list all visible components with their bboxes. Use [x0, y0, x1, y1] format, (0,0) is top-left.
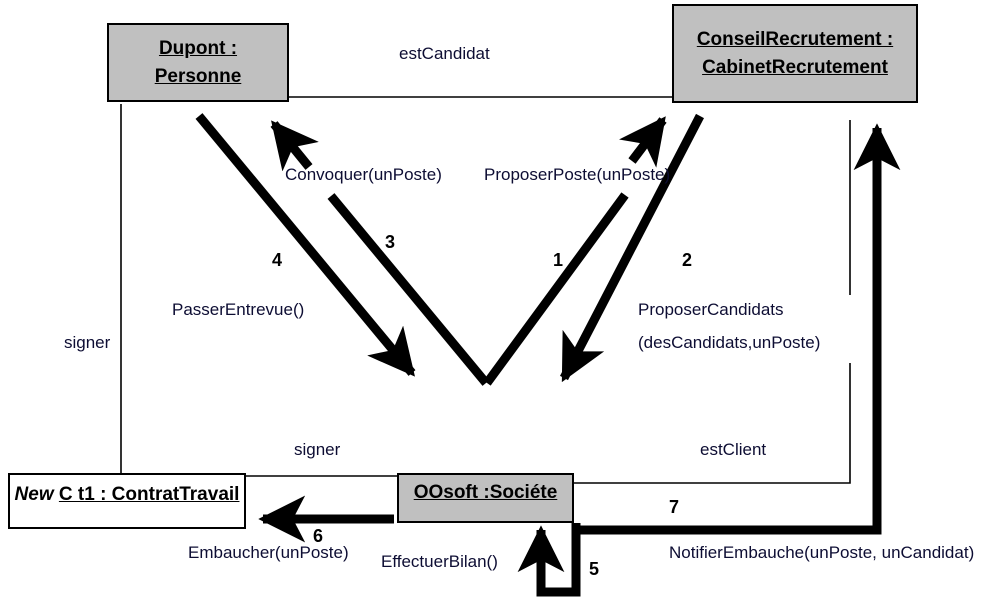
message-label-5-effectuerbilan: EffectuerBilan() — [381, 552, 498, 571]
association-label-estcandidat: estCandidat — [399, 44, 490, 63]
line-estclient-lower — [574, 363, 851, 484]
association-label-estclient: estClient — [700, 440, 767, 459]
new-keyword: New — [14, 484, 54, 505]
message-label-6-embaucher: Embaucher(unPoste) — [188, 543, 349, 562]
message-sequence-number-5: 5 — [589, 559, 600, 579]
association-label-signer-left: signer — [64, 333, 111, 352]
message-label-4-passerentrevue: PasserEntrevue() — [172, 300, 305, 319]
message-sequence-number-6: 6 — [313, 526, 324, 546]
arrow-message-3-head — [270, 120, 319, 172]
object-name-line-1: C t1 : ContratTravail — [58, 484, 240, 505]
message-sequence-number-1: 1 — [553, 250, 564, 270]
arrow-message-5-selfloop — [517, 523, 581, 597]
message-label-7-notifierembauche: NotifierEmbauche(unPoste, unCandidat) — [669, 543, 975, 562]
oosoft-societe-object[interactable]: OOsoft :Sociéte — [397, 473, 574, 523]
object-stereotype-new: New C t1 : ContratTravail — [15, 481, 240, 509]
dupont-personne-object[interactable]: Dupont : Personne — [107, 23, 289, 102]
object-name-line-1: ConseilRecrutement : — [696, 28, 894, 50]
arrow-message-1-shaft — [483, 192, 629, 386]
arrow-message-7 — [574, 123, 901, 535]
association-label-signer-bottom: signer — [294, 440, 341, 459]
object-name-line-2: CabinetRecrutement — [702, 56, 888, 78]
conseilrecrutement-cabinetrecrutement-object[interactable]: ConseilRecrutement : CabinetRecrutement — [672, 4, 918, 103]
arrow-message-4 — [195, 113, 416, 377]
message-sequence-number-3: 3 — [385, 232, 396, 252]
object-name-line-1: Dupont : — [158, 37, 238, 59]
message-label-2-proposercandidats-args: (desCandidats,unPoste) — [638, 333, 821, 352]
message-sequence-number-2: 2 — [682, 250, 693, 270]
message-label-2-proposercandidats: ProposerCandidats — [638, 300, 784, 319]
arrow-message-1-head — [618, 116, 667, 168]
message-label-1-proposerposte: ProposerPoste(unPoste) — [484, 165, 671, 184]
message-label-3-convoquer: Convoquer(unPoste) — [285, 165, 442, 184]
arrow-message-3-shaft — [327, 193, 490, 386]
object-name-line-2: Personne — [154, 65, 242, 87]
object-name-line-1: OOsoft :Sociéte — [413, 482, 558, 503]
contrattravail-object[interactable]: New C t1 : ContratTravail — [8, 473, 246, 529]
message-sequence-number-4: 4 — [272, 250, 283, 270]
message-sequence-number-7: 7 — [669, 497, 680, 517]
